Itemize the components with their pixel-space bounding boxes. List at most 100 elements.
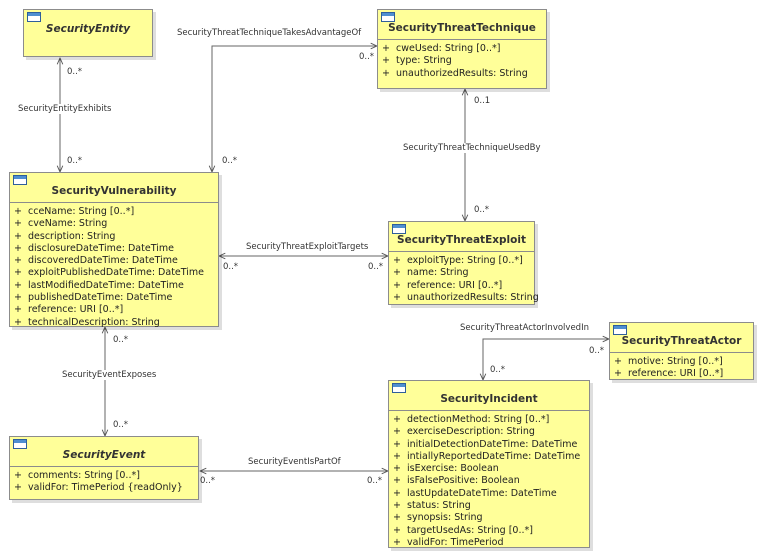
attribute-text: discoveredDateTime: DateTime (28, 255, 178, 267)
visibility-marker: + (393, 438, 401, 450)
class-icon (392, 224, 406, 234)
visibility-marker: + (393, 279, 401, 291)
attribute-list: +motive: String [0..*]+reference: URI [0… (610, 353, 753, 381)
attribute-text: lastModifiedDateTime: DateTime (28, 279, 184, 291)
attribute-text: unauthorizedResults: String (396, 67, 528, 79)
exploit-targets-label: SecurityThreatExploitTargets (245, 242, 370, 252)
visibility-marker: + (14, 218, 22, 230)
visibility-marker: + (393, 536, 401, 548)
visibility-marker: + (393, 267, 401, 279)
attribute-row: +lastModifiedDateTime: DateTime (14, 280, 218, 292)
attribute-text: description: String (28, 230, 116, 242)
attribute-text: motive: String [0..*] (628, 356, 723, 367)
attribute-row: +type: String (382, 55, 546, 67)
visibility-marker: + (14, 206, 22, 217)
visibility-marker: + (393, 463, 401, 475)
attribute-list: +cceName: String [0..*]+cveName: String+… (10, 203, 218, 329)
attribute-text: isFalsePositive: Boolean (407, 475, 520, 487)
attribute-text: cweUsed: String [0..*] (396, 43, 501, 54)
class-security-threat-exploit[interactable]: SecurityThreatExploit + exploitType: Stri… (388, 221, 539, 305)
class-security-threat-technique[interactable]: SecurityThreatTechnique + cweUsed: String… (377, 9, 547, 89)
attribute-list: +detectionMethod: String [0..*]+exercise… (389, 411, 589, 549)
class-security-threat-actor[interactable]: SecurityThreatActor +motive: String [0..… (609, 322, 754, 380)
attribute-list: + cweUsed: String [0..*]+type: String+ una… (378, 40, 546, 80)
class-name: SecurityThreatActor (621, 335, 742, 347)
visibility-marker: + (14, 470, 22, 481)
attribute-row: + exploitType: String [0..*] (393, 255, 534, 267)
attribute-row: +detectionMethod: String [0..*] (393, 414, 589, 426)
attribute-list: + comments: String [0..*]+validFor: TimeP… (10, 467, 198, 495)
exploit-targets-mult-target: 0..* (368, 262, 384, 272)
class-security-incident[interactable]: SecurityIncident +detectionMethod: Strin… (388, 380, 590, 548)
attribute-row: +technicalDescription: String (14, 317, 218, 329)
class-name: SecurityThreatTechnique (388, 22, 536, 34)
class-icon (392, 383, 406, 393)
class-name: SecurityThreatExploit (397, 234, 526, 246)
attribute-text: status: String (407, 500, 471, 512)
attribute-row: +exerciseDescription: String (393, 426, 589, 438)
attribute-text: exploitType: String [0..*] (407, 255, 523, 266)
attribute-row: +validFor: TimePeriod {readOnly} (14, 482, 198, 494)
attribute-text: cceName: String [0..*] (28, 206, 135, 217)
takes-advantage-of-label: SecurityThreatTechniqueTakesAdvantageOf (176, 28, 363, 38)
actor-involved-in-label: SecurityThreatActorInvolvedIn (459, 323, 590, 333)
visibility-marker: + (393, 524, 401, 536)
visibility-marker: + (393, 487, 401, 499)
attribute-text: reference: URI [0..*] (28, 304, 124, 316)
visibility-marker: + (393, 500, 401, 512)
attribute-row: + cveName: String (14, 218, 218, 230)
attribute-text: comments: String [0..*] (28, 470, 140, 481)
visibility-marker: + (14, 230, 22, 242)
visibility-marker: + (393, 255, 401, 266)
visibility-marker: + (14, 482, 22, 494)
attribute-text: publishedDateTime: DateTime (28, 292, 173, 304)
visibility-marker: + (382, 43, 390, 54)
attribute-list: + exploitType: String [0..*] + name: String… (389, 252, 539, 304)
technique-used-by-mult-target: 0..* (474, 205, 490, 215)
event-exposes-mult-target: 0..* (113, 420, 129, 430)
class-name: SecurityVulnerability (51, 185, 177, 197)
attribute-row: +targetUsedAs: String [0..*] (393, 525, 589, 537)
actor-involved-in-mult-source: 0..* (589, 346, 605, 356)
exploit-targets-mult-source: 0..* (223, 262, 239, 272)
class-icon (613, 325, 627, 335)
class-security-event[interactable]: SecurityEvent +comments: String [0..*]+v… (9, 436, 199, 500)
attribute-row: +unauthorizedResults: String (393, 292, 539, 304)
event-is-part-of-label: SecurityEventIsPartOf (247, 457, 342, 467)
attribute-row: + comments: String [0..*] (14, 470, 198, 482)
attribute-row: + reference: URI [0..*] (14, 304, 218, 316)
attribute-text: name: String (407, 267, 469, 279)
class-name: SecurityEntity (45, 23, 131, 35)
attribute-row: + cweUsed: String [0..*] (382, 43, 546, 55)
attribute-row: +intiallyReportedDateTime: DateTime (393, 451, 589, 463)
visibility-marker: + (393, 450, 401, 462)
attribute-row: + reference: URI [0..*] (393, 280, 534, 292)
takes-advantage-of-mult-source: 0..* (222, 156, 238, 166)
event-exposes-mult-source: 0..* (113, 335, 129, 345)
class-security-entity[interactable]: SecurityEntity (23, 9, 153, 57)
attribute-row: + validFor: TimePeriod (393, 537, 589, 549)
attribute-text: reference: URI [0..*] (407, 279, 503, 291)
attribute-row: + unauthorizedResults: String (382, 68, 546, 80)
visibility-marker: + (14, 304, 22, 316)
attribute-row: + cceName: String [0..*] (14, 206, 218, 218)
attribute-text: cveName: String (28, 218, 108, 230)
event-is-part-of-mult-target: 0..* (367, 476, 383, 486)
security-entity-exhibits-mult-source: 0..* (67, 67, 83, 77)
attribute-row: +discoveredDateTime: DateTime (14, 255, 218, 267)
actor-involved-in-line (483, 339, 609, 380)
visibility-marker: + (14, 316, 22, 328)
attribute-row: + status: String (393, 500, 589, 512)
attribute-text: lastUpdateDateTime: DateTime (407, 487, 557, 499)
takes-advantage-of-line (212, 46, 377, 172)
class-icon (27, 12, 41, 22)
class-security-vulnerability[interactable]: SecurityVulnerability + cceName: String [… (9, 172, 219, 329)
visibility-marker: + (382, 67, 390, 79)
attribute-row: +reference: URI [0..*] (614, 368, 753, 380)
attribute-row: +publishedDateTime: DateTime (14, 292, 218, 304)
attribute-text: validFor: TimePeriod (407, 536, 504, 548)
event-is-part-of-mult-source: 0..* (200, 476, 216, 486)
attribute-row: + description: String (14, 231, 218, 243)
attribute-text: initialDetectionDateTime: DateTime (407, 438, 578, 450)
